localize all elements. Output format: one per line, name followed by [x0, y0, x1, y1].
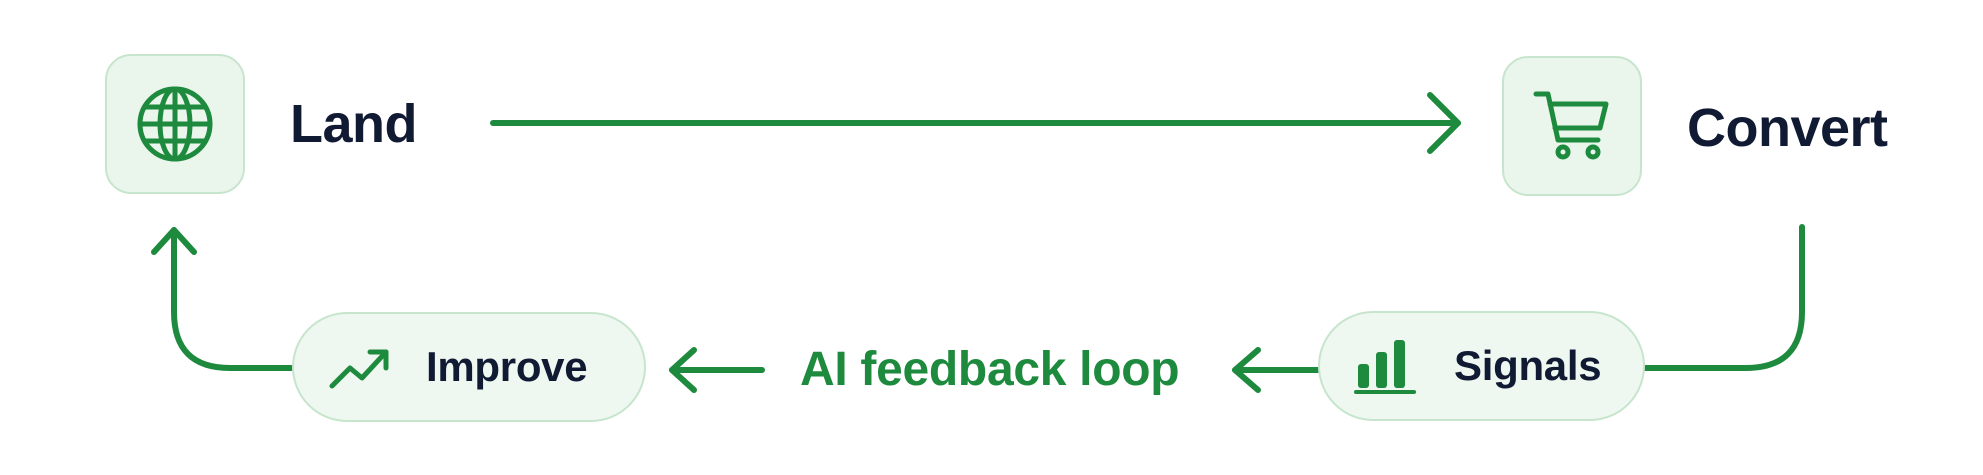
arrowhead-convert — [1427, 92, 1461, 154]
globe-icon — [137, 86, 213, 162]
improve-pill: Improve — [292, 312, 646, 422]
edge-improve-to-land — [171, 227, 295, 371]
bar-chart-icon — [1354, 338, 1416, 394]
convert-label: Convert — [1687, 98, 1888, 158]
signals-label: Signals — [1454, 342, 1602, 389]
arrowhead-loop — [1232, 347, 1261, 393]
signals-pill: Signals — [1318, 311, 1645, 421]
arrowhead-improve — [669, 347, 697, 393]
arrowhead-land — [151, 227, 197, 255]
edge-convert-to-signals — [1642, 224, 1805, 371]
loop-label: AI feedback loop — [800, 343, 1180, 396]
trending-up-icon — [328, 342, 392, 392]
shopping-cart-icon — [1533, 91, 1609, 160]
land-icon-box — [105, 54, 245, 194]
convert-icon-box — [1502, 56, 1642, 196]
land-label: Land — [290, 94, 418, 154]
improve-label: Improve — [426, 343, 588, 390]
